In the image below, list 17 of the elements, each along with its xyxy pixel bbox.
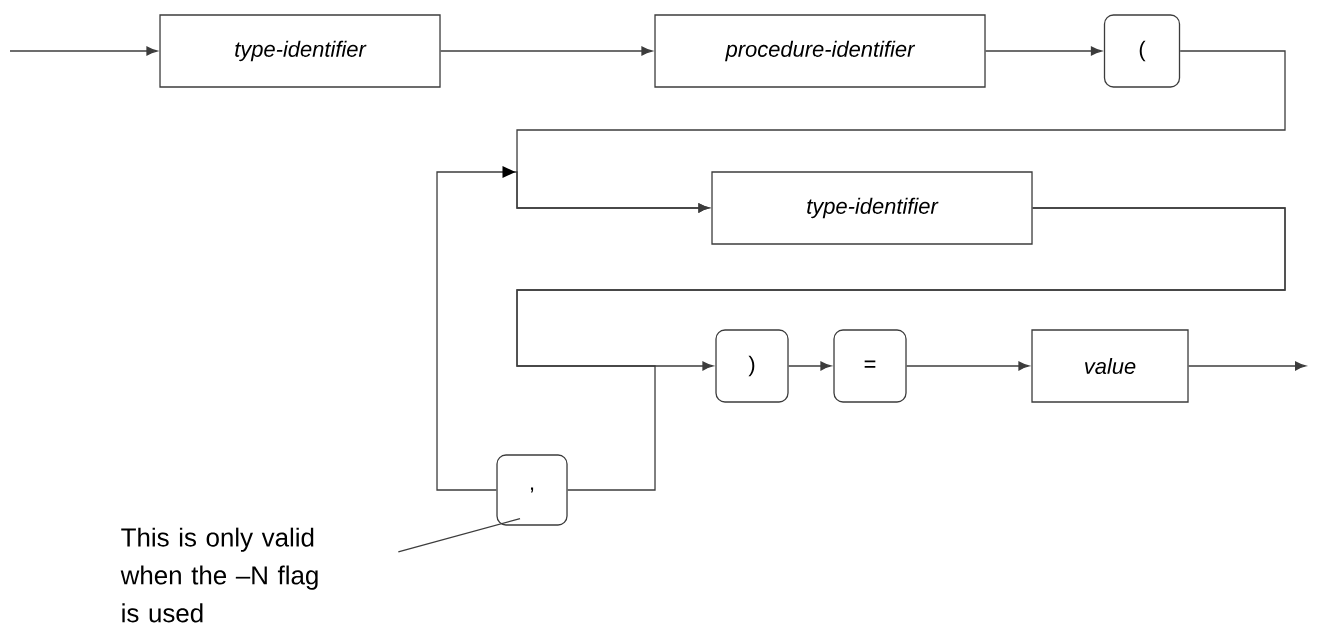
- arrow: [9, 46, 158, 56]
- nonterminal-box: type-identifier: [711, 171, 1033, 245]
- terminal-box: =: [833, 329, 907, 403]
- arrow: [440, 46, 653, 56]
- note-text: This is only valid when the –N flag is used: [120, 527, 318, 623]
- terminal-box: ,: [496, 454, 568, 526]
- nonterminal-box: value: [1031, 329, 1189, 403]
- nonterminal-box: procedure-identifier: [654, 14, 986, 88]
- terminal-box: (: [1103, 14, 1181, 88]
- terminal-box: ): [715, 329, 789, 403]
- nonterminal-box: type-identifier: [159, 14, 441, 88]
- arrow: [1188, 361, 1307, 371]
- arrow: [436, 165, 710, 491]
- arrow: [788, 361, 832, 371]
- arrow: [906, 361, 1030, 371]
- arrow: [985, 46, 1102, 56]
- leader-line: [397, 518, 521, 553]
